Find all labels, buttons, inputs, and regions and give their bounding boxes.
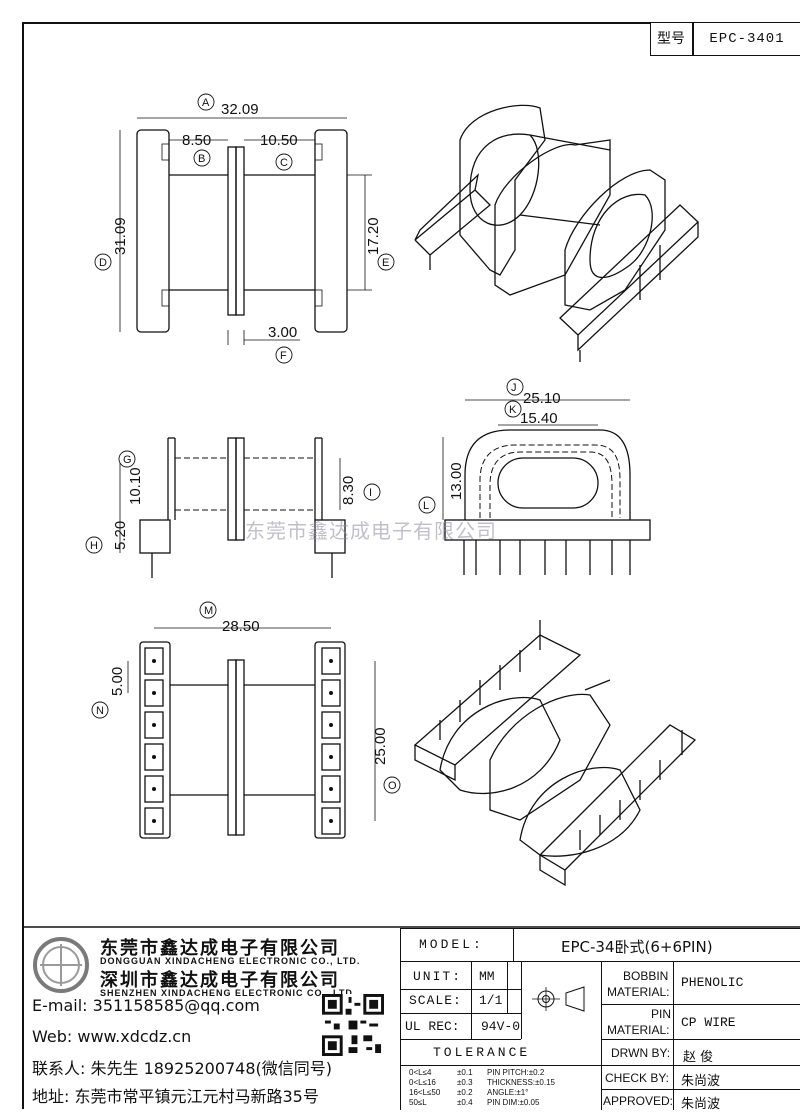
tol-r2c: THICKNESS:±0.15 xyxy=(487,1078,555,1087)
unit-value: MM xyxy=(479,969,495,984)
dim-J-label: J xyxy=(511,382,517,394)
pin-label-2: MATERIAL: xyxy=(607,1023,670,1037)
company-block: 东莞市鑫达成电子有限公司 DONGGUAN XINDACHENG ELECTRO… xyxy=(22,928,400,1109)
frame-top-border xyxy=(22,22,650,24)
tol-r2b: ±0.3 xyxy=(457,1078,473,1087)
isometric-view-top xyxy=(414,104,699,362)
tol-r1c: PIN PITCH:±0.2 xyxy=(487,1068,545,1077)
bottom-view: 28.50 M 5.00 N 25.00 O xyxy=(91,601,401,839)
dim-M-label: M xyxy=(204,605,213,617)
technical-drawing: .ln { stroke:#111; stroke-width:1.3; fil… xyxy=(22,93,800,928)
pin-value: CP WIRE xyxy=(681,1015,736,1030)
dim-H-label: H xyxy=(90,540,98,552)
bobbin-value: PHENOLIC xyxy=(681,975,744,990)
dim-M-value: 28.50 xyxy=(222,618,260,635)
dim-L-value: 13.00 xyxy=(448,462,465,500)
top-view: 32.09 A 8.50 B 10.50 C 31.09 D 17.20 E 3… xyxy=(94,93,395,364)
dim-G-value: 10.10 xyxy=(127,467,144,505)
dim-B-label: B xyxy=(198,153,205,165)
qr-code xyxy=(322,994,384,1056)
dim-B-value: 8.50 xyxy=(182,132,211,149)
tol-r3c: ANGLE:±1° xyxy=(487,1088,529,1097)
tol-r2a: 0<L≤16 xyxy=(409,1078,436,1087)
dim-D-label: D xyxy=(99,257,107,269)
unit-label: UNIT: xyxy=(413,969,463,984)
company-name-en-2: SHENZHEN XINDACHENG ELECTRONIC CO., LTD. xyxy=(100,988,357,998)
tol-r4c: PIN DIM:±0.05 xyxy=(487,1098,540,1107)
dim-A-label: A xyxy=(202,97,210,109)
bobbin-label-2: MATERIAL: xyxy=(607,985,670,999)
company-name-en-1: DONGGUAN XINDACHENG ELECTRONIC CO., LTD. xyxy=(100,956,361,966)
scale-label: SCALE: xyxy=(409,993,462,1008)
tol-r3b: ±0.2 xyxy=(457,1088,473,1097)
tol-r1a: 0<L≤4 xyxy=(409,1068,432,1077)
frame-left-border xyxy=(22,22,24,1109)
dim-I-label: I xyxy=(369,487,372,499)
check-by-value: 朱尚波 xyxy=(681,1074,721,1089)
dim-O-value: 25.00 xyxy=(372,727,389,765)
side-view: 10.10 G 5.20 H 8.30 I xyxy=(85,437,381,578)
tol-r3a: 16<L≤50 xyxy=(409,1088,441,1097)
contact: 联系人: 朱先生 18925200748(微信同号) xyxy=(32,1059,333,1078)
dim-J-value: 25.10 xyxy=(523,390,561,407)
dim-F-label: F xyxy=(280,350,287,362)
drawn-by-label: DRWN BY: xyxy=(611,1046,671,1060)
check-by-label: CHECK BY: xyxy=(605,1071,670,1085)
dim-F-value: 3.00 xyxy=(268,324,297,341)
address: 地址: 东莞市常平镇元江元村马新路35号 xyxy=(32,1087,319,1106)
type-title-box: 型号 EPC-3401 xyxy=(650,22,800,56)
dim-E-value: 17.20 xyxy=(365,217,382,255)
tol-r4a: 50≤L xyxy=(409,1098,427,1107)
website: Web: www.xdcdz.cn xyxy=(32,1027,192,1046)
dim-K-value: 15.40 xyxy=(520,410,558,427)
type-value: EPC-3401 xyxy=(709,31,785,47)
approved-value: 朱尚波 xyxy=(681,1097,721,1112)
ulrec-value: 94V-0 xyxy=(481,1019,521,1034)
email: E-mail: 351158585@qq.com xyxy=(32,996,260,1015)
tol-r4b: ±0.4 xyxy=(457,1098,473,1107)
drawn-by-value: 赵 俊 xyxy=(683,1050,714,1065)
tolerance-label: TOLERANCE xyxy=(433,1045,531,1060)
model-value: EPC-34卧式(6+6PIN) xyxy=(561,938,713,956)
end-view: 25.10 J 15.40 K 13.00 L xyxy=(418,378,651,575)
projection-symbol xyxy=(532,986,585,1012)
dim-K-label: K xyxy=(509,404,517,416)
type-label: 型号 xyxy=(657,31,685,47)
ulrec-label: UL REC: xyxy=(405,1019,460,1034)
dim-I-value: 8.30 xyxy=(340,476,357,505)
company-name-cn-1: 东莞市鑫达成电子有限公司 xyxy=(100,938,340,959)
scale-value: 1/1 xyxy=(479,993,503,1008)
dim-N-label: N xyxy=(96,705,104,717)
dim-H-value: 5.20 xyxy=(112,521,129,550)
dim-L-label: L xyxy=(423,500,429,512)
tol-r1b: ±0.1 xyxy=(457,1068,473,1077)
title-block: MODEL: EPC-34卧式(6+6PIN) UNIT: MM SCALE: … xyxy=(400,928,800,1112)
company-logo xyxy=(33,937,89,993)
dim-A-value: 32.09 xyxy=(221,101,259,118)
dim-N-value: 5.00 xyxy=(109,667,126,696)
bobbin-label-1: BOBBIN xyxy=(623,969,669,983)
isometric-view-bottom xyxy=(413,620,697,887)
company-name-cn-2: 深圳市鑫达成电子有限公司 xyxy=(100,970,340,991)
watermark: 东莞市鑫达成电子有限公司 xyxy=(245,519,497,543)
pin-label-1: PIN xyxy=(651,1007,672,1021)
dim-O-label: O xyxy=(388,780,397,792)
model-label: MODEL: xyxy=(419,937,484,952)
dim-G-label: G xyxy=(123,454,132,466)
dim-C-label: C xyxy=(280,157,288,169)
dim-C-value: 10.50 xyxy=(260,132,298,149)
approved-label: APPROVED: xyxy=(603,1094,674,1108)
dim-E-label: E xyxy=(382,257,389,269)
dim-D-value: 31.09 xyxy=(112,217,129,255)
